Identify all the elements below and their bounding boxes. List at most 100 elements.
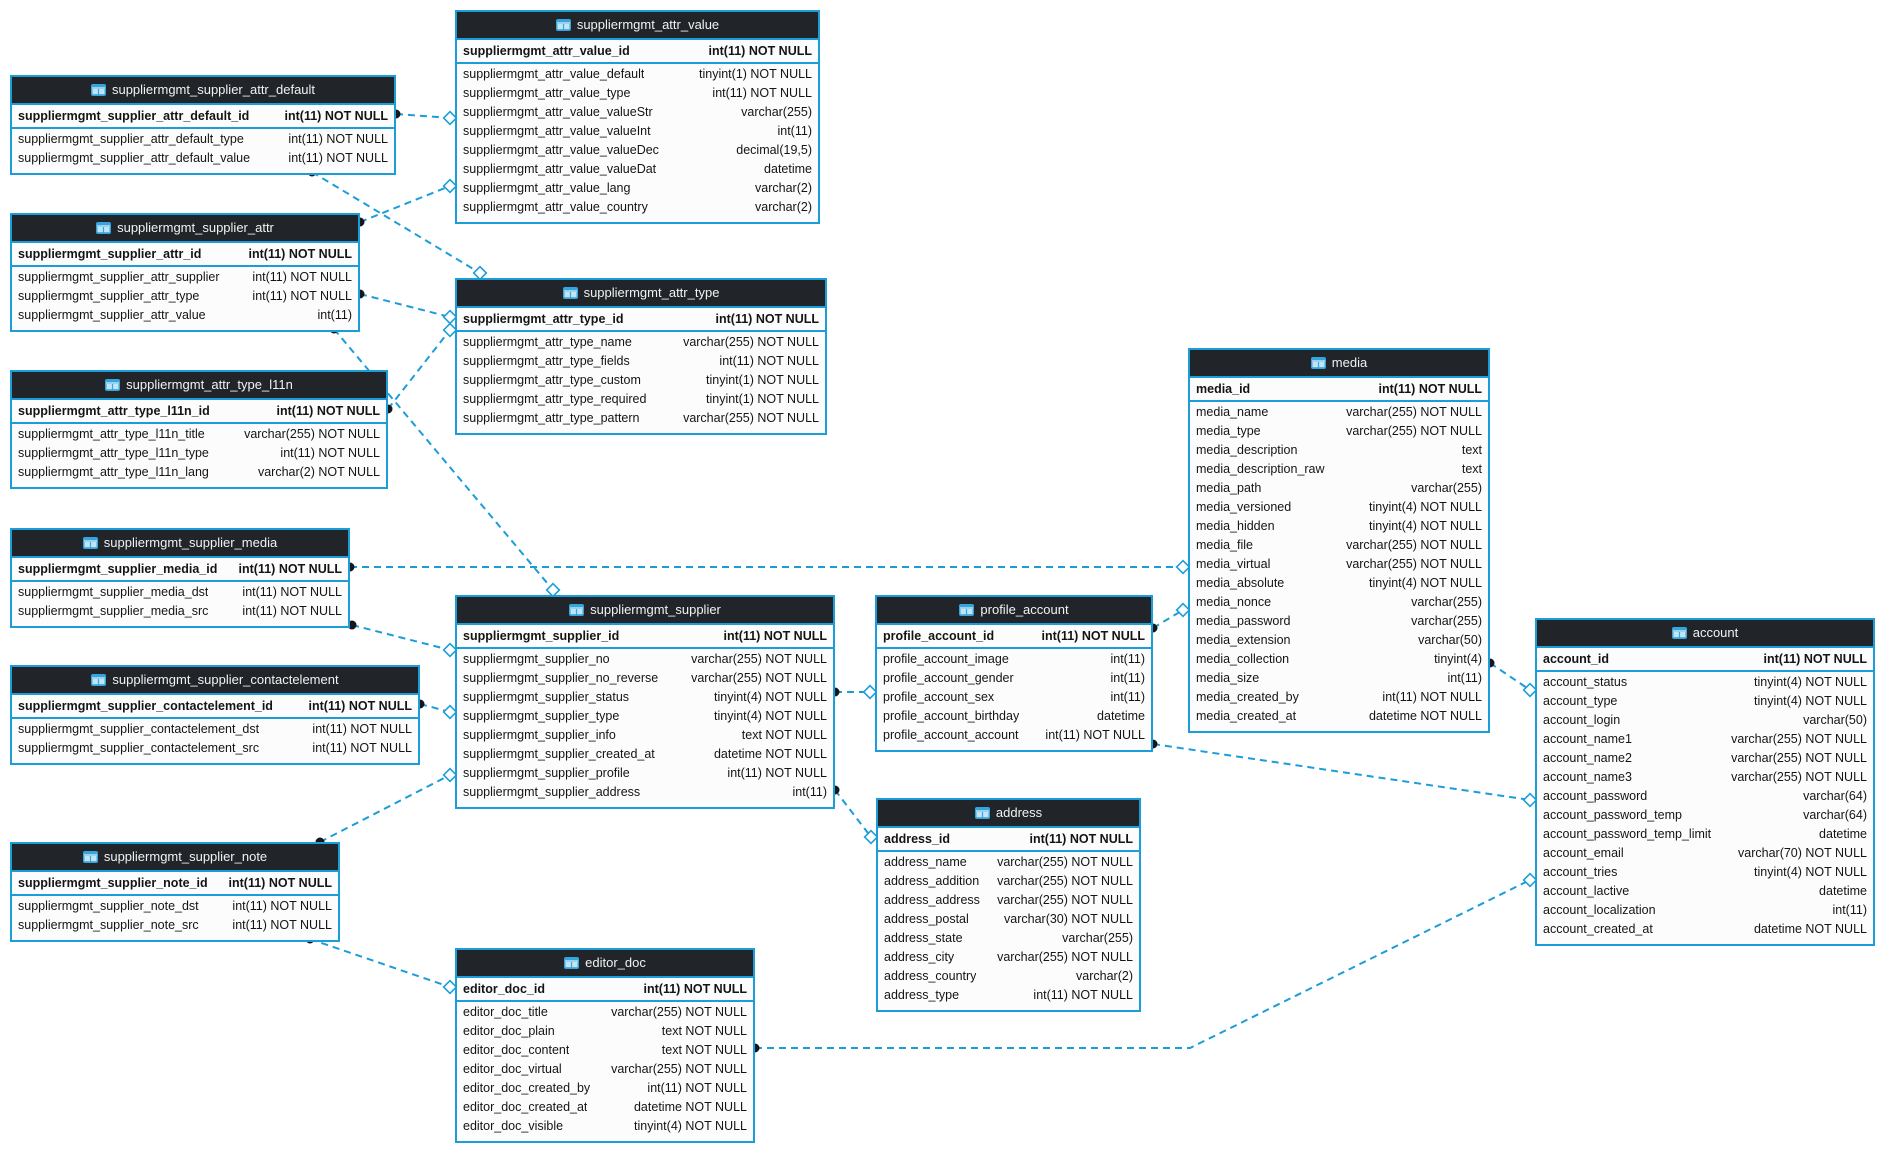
relationship-suppliermgmt_supplier--profile_account[interactable] bbox=[830, 684, 878, 700]
pk-column-type: int(11) NOT NULL bbox=[248, 247, 352, 261]
table-account[interactable]: account account_id int(11) NOT NULL acco… bbox=[1535, 618, 1875, 946]
pk-column-name: suppliermgmt_supplier_note_id bbox=[18, 876, 208, 890]
table-header[interactable]: profile_account bbox=[877, 597, 1151, 625]
table-header[interactable]: media bbox=[1190, 350, 1488, 378]
relationship-suppliermgmt_supplier_attr_default--suppliermgmt_attr_type[interactable] bbox=[307, 167, 488, 281]
pk-column-name: account_id bbox=[1543, 652, 1609, 666]
table-header[interactable]: suppliermgmt_attr_type bbox=[457, 280, 825, 308]
table-header[interactable]: suppliermgmt_supplier_attr bbox=[12, 215, 358, 243]
column-row: suppliermgmt_supplier_attr_default_value… bbox=[12, 149, 394, 168]
table-header[interactable]: suppliermgmt_supplier_note bbox=[12, 844, 338, 872]
table-suppliermgmt_supplier[interactable]: suppliermgmt_supplier suppliermgmt_suppl… bbox=[455, 595, 835, 809]
column-type: int(11) bbox=[317, 308, 352, 322]
pk-row: account_id int(11) NOT NULL bbox=[1537, 648, 1873, 670]
table-header[interactable]: suppliermgmt_supplier bbox=[457, 597, 833, 625]
column-name: suppliermgmt_supplier_contactelement_src bbox=[18, 741, 260, 755]
column-type: tinyint(4) NOT NULL bbox=[1754, 865, 1867, 879]
table-address[interactable]: address address_id int(11) NOT NULL addr… bbox=[876, 798, 1141, 1012]
relationship-suppliermgmt_supplier_media--suppliermgmt_supplier[interactable] bbox=[347, 620, 458, 658]
relationship-profile_account--media[interactable] bbox=[1148, 602, 1191, 633]
pk-column-type: int(11) NOT NULL bbox=[1029, 832, 1133, 846]
column-type: int(11) bbox=[777, 124, 812, 138]
column-type: datetime NOT NULL bbox=[1368, 709, 1482, 723]
relationship-suppliermgmt_attr_type_l11n--suppliermgmt_attr_type[interactable] bbox=[383, 322, 458, 414]
column-type: int(11) NOT NULL bbox=[312, 741, 412, 755]
relationship-suppliermgmt_supplier_attr--suppliermgmt_attr_value[interactable] bbox=[355, 178, 458, 227]
pk-column-type: int(11) NOT NULL bbox=[1378, 382, 1482, 396]
table-media[interactable]: media media_id int(11) NOT NULL media_na… bbox=[1188, 348, 1490, 733]
relationship-diamond-endpoint bbox=[442, 704, 458, 720]
table-suppliermgmt_attr_value[interactable]: suppliermgmt_attr_value suppliermgmt_att… bbox=[455, 10, 820, 224]
column-row: account_tries tinyint(4) NOT NULL bbox=[1537, 863, 1873, 882]
relationship-editor_doc--account[interactable] bbox=[750, 872, 1538, 1053]
table-suppliermgmt_attr_type[interactable]: suppliermgmt_attr_type suppliermgmt_attr… bbox=[455, 278, 827, 435]
table-header[interactable]: suppliermgmt_attr_type_l11n bbox=[12, 372, 386, 400]
column-name: suppliermgmt_supplier_media_dst bbox=[18, 585, 209, 599]
table-header[interactable]: editor_doc bbox=[457, 950, 753, 978]
table-icon bbox=[959, 604, 975, 616]
table-suppliermgmt_supplier_attr[interactable]: suppliermgmt_supplier_attr suppliermgmt_… bbox=[10, 213, 360, 332]
table-suppliermgmt_attr_type_l11n[interactable]: suppliermgmt_attr_type_l11n suppliermgmt… bbox=[10, 370, 388, 489]
column-name: suppliermgmt_attr_type_pattern bbox=[463, 411, 640, 425]
primary-key-section: suppliermgmt_attr_type_l11n_id int(11) N… bbox=[12, 400, 386, 424]
column-name: suppliermgmt_supplier_no_reverse bbox=[463, 671, 659, 685]
column-row: suppliermgmt_supplier_contactelement_src… bbox=[12, 739, 418, 758]
table-header[interactable]: suppliermgmt_supplier_contactelement bbox=[12, 667, 418, 695]
relationship-suppliermgmt_supplier_attr--suppliermgmt_attr_type[interactable] bbox=[355, 289, 458, 325]
relationship-suppliermgmt_supplier_note--suppliermgmt_supplier[interactable] bbox=[315, 767, 458, 847]
pk-column-type: int(11) NOT NULL bbox=[708, 44, 812, 58]
table-title: suppliermgmt_attr_type_l11n bbox=[126, 377, 293, 392]
pk-column-name: suppliermgmt_supplier_attr_default_id bbox=[18, 109, 250, 123]
relationship-suppliermgmt_supplier_attr_default--suppliermgmt_attr_value[interactable] bbox=[391, 109, 458, 126]
column-type: int(11) NOT NULL bbox=[727, 766, 827, 780]
column-name: suppliermgmt_attr_type_l11n_title bbox=[18, 427, 205, 441]
table-suppliermgmt_supplier_media[interactable]: suppliermgmt_supplier_media suppliermgmt… bbox=[10, 528, 350, 628]
relationship-media--account[interactable] bbox=[1485, 658, 1538, 698]
column-name: account_tries bbox=[1543, 865, 1618, 879]
table-header[interactable]: suppliermgmt_supplier_media bbox=[12, 530, 348, 558]
relationship-suppliermgmt_supplier_contactelement--suppliermgmt_supplier[interactable] bbox=[415, 699, 458, 720]
table-suppliermgmt_supplier_contactelement[interactable]: suppliermgmt_supplier_contactelement sup… bbox=[10, 665, 420, 765]
column-type: datetime NOT NULL bbox=[1753, 922, 1867, 936]
column-name: account_name1 bbox=[1543, 732, 1632, 746]
table-editor_doc[interactable]: editor_doc editor_doc_id int(11) NOT NUL… bbox=[455, 948, 755, 1143]
table-header[interactable]: suppliermgmt_supplier_attr_default bbox=[12, 77, 394, 105]
relationship-diamond-endpoint bbox=[442, 979, 458, 995]
table-suppliermgmt_supplier_note[interactable]: suppliermgmt_supplier_note suppliermgmt_… bbox=[10, 842, 340, 942]
column-name: profile_account_birthday bbox=[883, 709, 1020, 723]
column-name: profile_account_gender bbox=[883, 671, 1014, 685]
table-header[interactable]: address bbox=[878, 800, 1139, 828]
relationship-suppliermgmt_supplier--address[interactable] bbox=[830, 785, 879, 845]
table-header[interactable]: suppliermgmt_attr_value bbox=[457, 12, 818, 40]
column-name: suppliermgmt_supplier_status bbox=[463, 690, 630, 704]
table-profile_account[interactable]: profile_account profile_account_id int(1… bbox=[875, 595, 1153, 752]
relationship-suppliermgmt_supplier_note--editor_doc[interactable] bbox=[305, 934, 458, 995]
table-suppliermgmt_supplier_attr_default[interactable]: suppliermgmt_supplier_attr_default suppl… bbox=[10, 75, 396, 175]
table-header[interactable]: account bbox=[1537, 620, 1873, 648]
relationship-profile_account--account[interactable] bbox=[1148, 739, 1538, 808]
relationship-suppliermgmt_supplier_media--media[interactable] bbox=[345, 559, 1191, 575]
column-name: media_collection bbox=[1196, 652, 1290, 666]
column-type: int(11) NOT NULL bbox=[312, 722, 412, 736]
primary-key-section: media_id int(11) NOT NULL bbox=[1190, 378, 1488, 402]
column-name: account_created_at bbox=[1543, 922, 1653, 936]
column-name: suppliermgmt_attr_type_name bbox=[463, 335, 632, 349]
column-name: suppliermgmt_attr_value_valueStr bbox=[463, 105, 653, 119]
pk-row: suppliermgmt_supplier_contactelement_id … bbox=[12, 695, 418, 717]
